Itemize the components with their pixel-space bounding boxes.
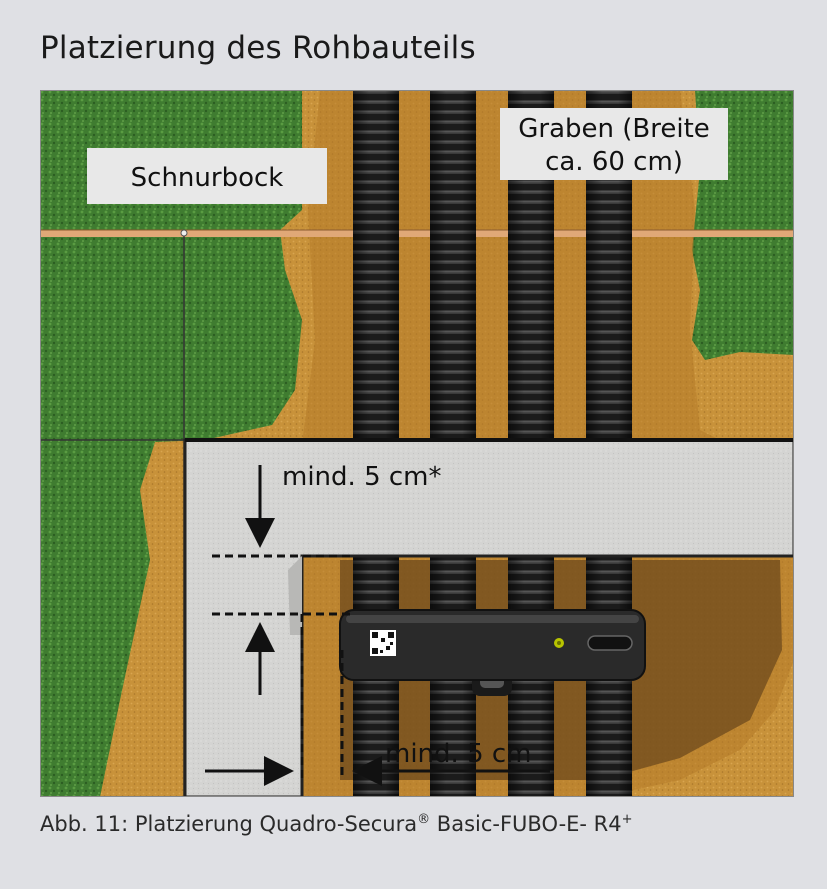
placement-diagram: Schnurbock Graben (Breite ca. 60 cm) min… — [40, 90, 794, 797]
min-side-label: mind. 5 cm — [385, 739, 532, 769]
graben-label-line1: Graben (Breite — [518, 114, 710, 144]
placement-figure: Schnurbock Graben (Breite ca. 60 cm) min… — [40, 90, 794, 797]
figure-caption: Abb. 11: Platzierung Quadro-Secura® Basi… — [40, 812, 633, 836]
schnurbock-label-box — [87, 148, 327, 204]
graben-label-box — [500, 108, 728, 180]
schnurbock-label: Schnurbock — [131, 163, 284, 193]
device-box — [339, 609, 646, 681]
caption-text: Abb. 11: Platzierung Quadro-Secura — [40, 812, 418, 836]
grass-left — [40, 90, 302, 797]
graben-label-line2: ca. 60 cm) — [545, 147, 683, 177]
caption-registered: ® — [417, 812, 431, 827]
string-line — [40, 230, 794, 237]
caption-superscript: + — [621, 812, 633, 827]
page-title: Platzierung des Rohbauteils — [40, 30, 476, 66]
caption-text2: Basic-FUBO-E- R4 — [430, 812, 622, 836]
min-top-label: mind. 5 cm* — [282, 462, 442, 492]
